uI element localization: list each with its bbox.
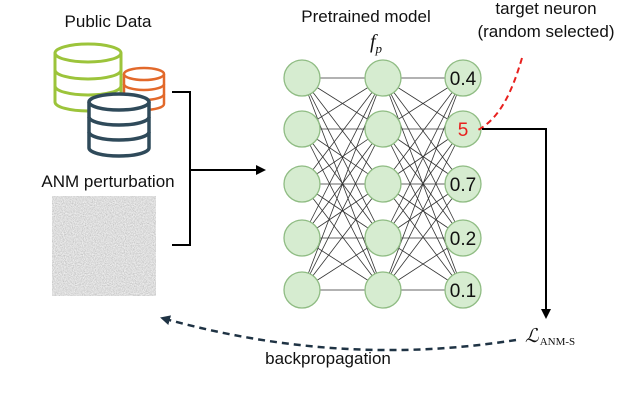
network-node-layer1-3 <box>283 165 321 203</box>
pretrained-model-label: Pretrained model <box>301 7 430 26</box>
output-value: 0.7 <box>450 175 476 196</box>
network-node-layer3-5 <box>444 271 482 309</box>
anm-perturbation-label: ANM perturbation <box>41 172 174 191</box>
network-edge <box>301 183 384 291</box>
network-node-layer3-4 <box>444 219 482 257</box>
backpropagation-arrow <box>160 315 517 352</box>
network-edge <box>382 77 464 185</box>
network-node-layer2-5 <box>364 271 402 309</box>
network-edge <box>301 77 384 291</box>
network-node-layer1-2 <box>283 110 321 148</box>
loss-label: ℒANM-S <box>525 326 575 348</box>
output-values: 0.4 5 0.7 0.2 0.1 <box>450 69 477 302</box>
network-edge <box>301 77 384 185</box>
target-neuron-value: 5 <box>458 120 469 141</box>
network-edge <box>301 128 384 291</box>
network-nodes <box>283 59 482 309</box>
public-data-label: Public Data <box>65 12 152 31</box>
network-node-layer1-4 <box>283 219 321 257</box>
backpropagation-label: backpropagation <box>265 349 391 368</box>
network-node-layer1-5 <box>283 271 321 309</box>
network-edge <box>382 128 464 291</box>
network-node-layer2-1 <box>364 59 402 97</box>
network-node-layer2-4 <box>364 219 402 257</box>
network-node-layer1-1 <box>283 59 321 97</box>
target-neuron-label-2: (random selected) <box>477 22 614 41</box>
database-icon-navy <box>87 92 151 158</box>
network-edge <box>382 77 464 239</box>
target-to-loss-arrow <box>482 128 551 319</box>
anm-noise-image <box>52 196 156 296</box>
model-symbol: fp <box>370 31 383 56</box>
network-node-layer2-2 <box>364 110 402 148</box>
network-node-layer3-1 <box>444 59 482 97</box>
network-node-layer3-3 <box>444 165 482 203</box>
input-bracket <box>172 91 266 246</box>
target-neuron-pointer <box>477 57 523 131</box>
output-value: 0.1 <box>450 281 476 302</box>
output-value: 0.4 <box>450 69 477 90</box>
target-neuron-label-1: target neuron <box>495 0 596 18</box>
network-node-layer2-3 <box>364 165 402 203</box>
network-edge <box>301 77 384 239</box>
network-edge <box>382 77 464 291</box>
output-value: 0.2 <box>450 229 476 250</box>
network-edge <box>382 183 464 291</box>
